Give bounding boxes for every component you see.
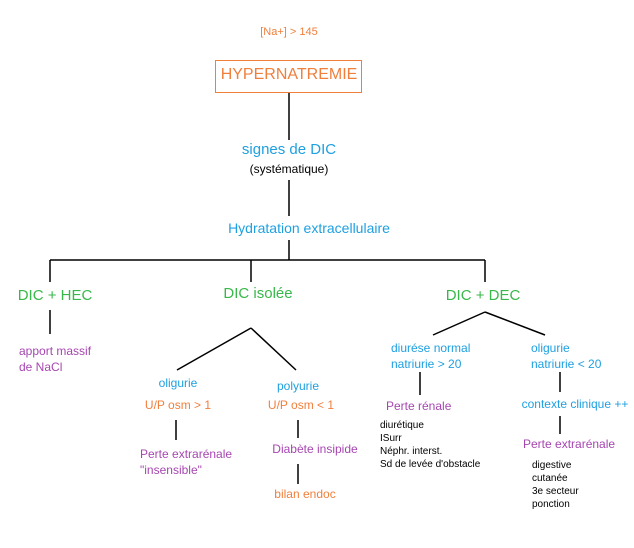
renal-loss-cause: Néphr. interst. bbox=[380, 446, 443, 457]
title-box bbox=[215, 60, 362, 93]
title-label: HYPERNATREMIE bbox=[220, 66, 358, 83]
branch-dec-label: DIC + DEC bbox=[445, 287, 521, 304]
isolated-polyuria-ratio: U/P osm < 1 bbox=[267, 398, 335, 412]
extrarenal-loss-cause: ponction bbox=[532, 499, 570, 510]
connector-dec-to-right bbox=[484, 311, 546, 336]
connector-isolated-to-left bbox=[176, 327, 252, 371]
hec-cause-line: apport massif bbox=[19, 344, 92, 358]
diabetes-insipidus-label: Diabète insipide bbox=[272, 442, 358, 456]
connector-dec-to-left bbox=[432, 311, 486, 336]
isolated-oliguria-ratio: U/P osm > 1 bbox=[144, 398, 212, 412]
signs-label: signes de DIC bbox=[241, 141, 337, 158]
dec-oliguria-label-line: natriurie < 20 bbox=[531, 357, 602, 371]
dec-normal-label-line: natriurie > 20 bbox=[391, 357, 462, 371]
extrarenal-loss-cause: 3e secteur bbox=[532, 486, 579, 497]
dec-normal-label: diurése normal natriurie > 20 bbox=[391, 340, 470, 372]
isolated-oliguria-result-line: "insensible" bbox=[140, 463, 202, 477]
endocrine-workup-label: bilan endoc bbox=[274, 487, 336, 501]
renal-loss-cause: diurétique bbox=[380, 420, 424, 431]
signs-note: (systématique) bbox=[249, 162, 329, 176]
hec-cause: apport massif de NaCl bbox=[19, 343, 91, 375]
isolated-oliguria-result: Perte extrarénale "insensible" bbox=[140, 446, 232, 478]
dec-oliguria-label: oligurie natriurie < 20 bbox=[531, 340, 601, 372]
isolated-polyuria-label: polyurie bbox=[276, 379, 320, 393]
extrarenal-loss-cause: digestive bbox=[532, 460, 572, 471]
condition-label: [Na+] > 145 bbox=[260, 26, 318, 38]
renal-loss-causes: diurétique ISurr Néphr. interst. Sd de l… bbox=[380, 419, 480, 471]
isolated-oliguria-result-line: Perte extrarénale bbox=[140, 447, 233, 461]
dec-normal-label-line: diurése normal bbox=[391, 341, 471, 355]
hec-cause-line: de NaCl bbox=[19, 360, 63, 374]
extrarenal-loss-label: Perte extrarénale bbox=[523, 437, 616, 451]
extrarenal-loss-causes: digestive cutanée 3e secteur ponction bbox=[532, 459, 579, 511]
clinical-context-label: contexte clinique ++ bbox=[521, 397, 629, 411]
extrarenal-loss-cause: cutanée bbox=[532, 473, 568, 484]
renal-loss-cause: ISurr bbox=[380, 433, 402, 444]
branch-hec-label: DIC + HEC bbox=[17, 287, 93, 304]
renal-loss-label: Perte rénale bbox=[386, 399, 452, 413]
isolated-oliguria-label: oligurie bbox=[158, 376, 198, 390]
renal-loss-cause: Sd de levée d'obstacle bbox=[380, 459, 481, 470]
connector-isolated-to-right bbox=[250, 327, 297, 371]
branch-isolated-label: DIC isolée bbox=[223, 285, 293, 302]
dec-oliguria-label-line: oligurie bbox=[531, 341, 570, 355]
hydration-label: Hydratation extracellulaire bbox=[228, 220, 390, 236]
